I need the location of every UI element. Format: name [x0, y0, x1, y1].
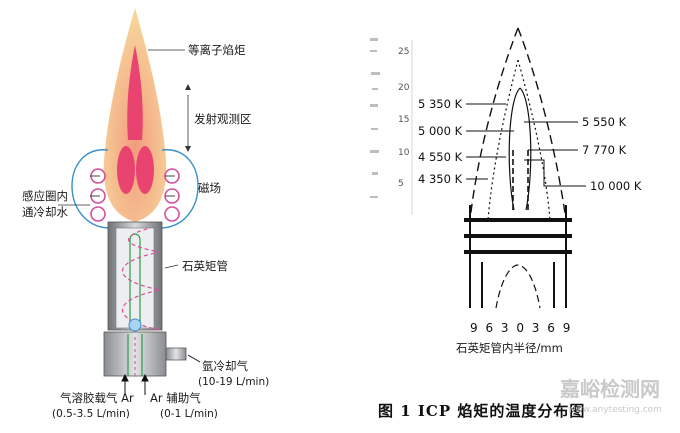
figure-caption: 图 1 ICP 焰矩的温度分布图 — [378, 402, 585, 420]
temp-label-5550: 5 550 K — [582, 115, 627, 129]
aux-gas-flow-line — [129, 233, 141, 325]
temp-label-7770: 7 770 K — [582, 143, 627, 157]
label-aux-flow: (0-1 L/min) — [160, 408, 218, 420]
watermark-text: 嘉峪检测网 — [559, 377, 660, 401]
radius-axis-label: 石英矩管内半径/mm — [456, 341, 563, 355]
flame-core-lower-right — [136, 146, 154, 194]
height-tick-15: 15 — [398, 115, 409, 125]
icp-temperature-distribution: 25 20 15 10 5 — [370, 27, 642, 420]
magnetic-field-left — [71, 149, 109, 229]
height-tick-25: 25 — [398, 47, 409, 57]
height-tick-10: 10 — [398, 148, 410, 158]
isotherm-outer — [469, 27, 567, 221]
temp-label-5350: 5 350 K — [418, 97, 463, 111]
coolant-gas-inlet — [165, 347, 187, 361]
temp-label-4350: 4 350 K — [418, 172, 463, 186]
torch-tube-walls — [469, 205, 567, 308]
injector-tube — [495, 264, 541, 309]
label-emission-zone: 发射观测区 — [194, 112, 252, 126]
radius-axis-ticks: 9 6 3 0 3 6 9 — [470, 321, 572, 335]
torch-coil-bands — [464, 218, 572, 254]
label-induction-coil: 感应圈内 — [22, 189, 68, 203]
temp-label-10000: 10 000 K — [590, 179, 642, 193]
label-carrier-gas: 气溶胶载气 Ar — [60, 391, 134, 405]
quartz-tube-inner — [115, 227, 155, 329]
label-cooling-water: 通冷却水 — [22, 205, 68, 219]
label-coolant-gas: 氩冷却气 — [202, 359, 248, 373]
label-magnetic-field: 磁场 — [198, 181, 221, 195]
icp-torch-schematic: 等离子焰炬 发射观测区 感应圈内 通冷却水 磁场 石英矩管 氩冷却气 (10-1… — [22, 8, 269, 420]
magnetic-field-right — [161, 149, 199, 229]
sample-injector-tip — [128, 318, 142, 332]
height-tick-5: 5 — [398, 179, 404, 189]
flame-core-upper — [127, 45, 143, 140]
label-plasma-torch: 等离子焰炬 — [188, 43, 246, 57]
flame-core-lower-left — [117, 146, 135, 194]
temp-label-4550: 4 550 K — [418, 150, 463, 164]
coolant-spiral — [121, 227, 161, 331]
scan-artifact — [370, 38, 380, 198]
watermark-url: www.anytesting.com — [568, 405, 662, 415]
watermark: 嘉峪检测网 www.anytesting.com — [559, 377, 662, 415]
isotherm-middle — [487, 59, 551, 221]
gas-inlet-arrows — [121, 354, 201, 395]
label-quartz-tube: 石英矩管 — [182, 259, 228, 273]
temp-label-5000: 5 000 K — [418, 124, 463, 138]
isotherm-core — [512, 150, 529, 212]
label-coolant-flow: (10-19 L/min) — [198, 376, 269, 388]
height-tick-20: 20 — [398, 83, 410, 93]
label-aux-gas: Ar 辅助气 — [150, 391, 201, 405]
temperature-leaders — [466, 103, 586, 187]
label-carrier-flow: (0.5-3.5 L/min) — [52, 408, 130, 420]
